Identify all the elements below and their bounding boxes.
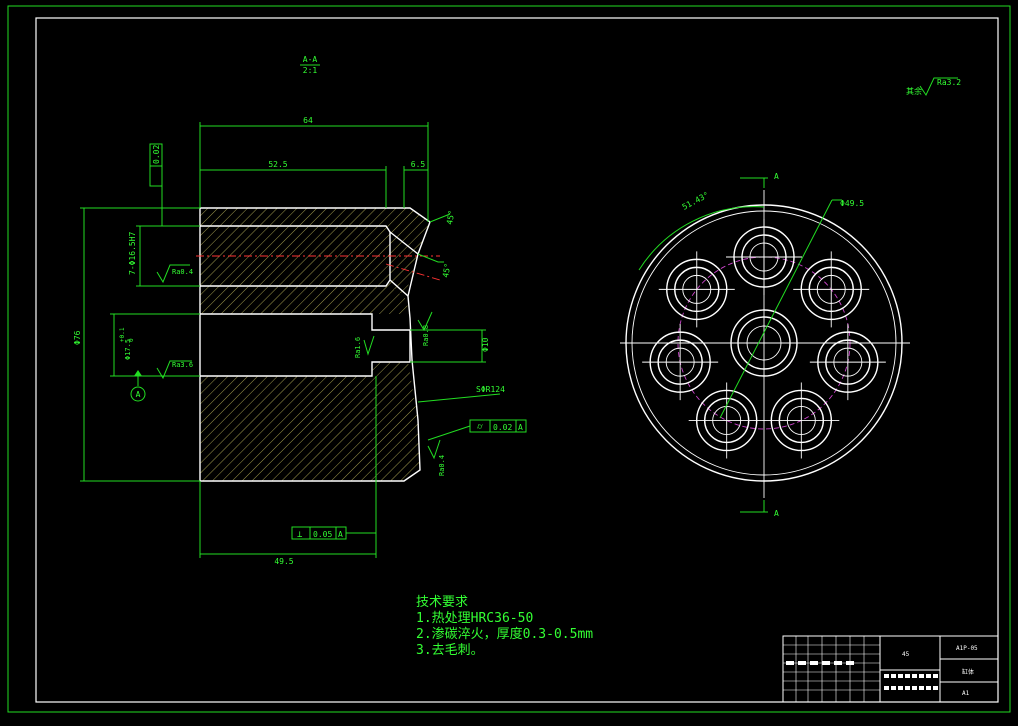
svg-text:其余: 其余	[906, 86, 922, 96]
svg-text:SΦR124: SΦR124	[476, 385, 505, 394]
general-roughness: 其余 Ra3.2	[906, 77, 961, 97]
inner-frame	[35, 17, 999, 703]
dim-inner-length: 49.5	[199, 376, 377, 566]
dim-bore-depth: 52.5	[200, 160, 387, 208]
dim-chamfer-angle: 45°	[417, 253, 452, 279]
svg-text:Ra3.6: Ra3.6	[172, 361, 193, 369]
bore-tolerance-frame: 0.02	[149, 143, 163, 226]
dim-chamfer: 45°	[429, 210, 456, 226]
dim-bore-dia: 7-Φ16.5H7	[128, 225, 200, 287]
svg-text:52.5: 52.5	[268, 160, 287, 169]
svg-text:⌭: ⌭	[477, 422, 483, 431]
svg-text:0: 0	[128, 338, 135, 342]
bore-hole	[642, 324, 719, 401]
svg-text:Ra3.2: Ra3.2	[937, 78, 961, 87]
svg-text:A: A	[518, 423, 523, 432]
svg-text:Φ10: Φ10	[481, 337, 490, 352]
tb-code: A1P-05	[956, 645, 978, 652]
svg-text:0.02: 0.02	[152, 145, 161, 164]
svg-text:A-A: A-A	[303, 55, 318, 64]
dim-angle: 51.43°	[638, 190, 765, 271]
svg-text:2:1: 2:1	[303, 66, 318, 75]
svg-text:Φ17.5: Φ17.5	[124, 339, 132, 360]
svg-text:A: A	[338, 530, 343, 539]
perpendicularity-frame: ⊥ 0.05 A	[291, 526, 376, 540]
bore-hole	[793, 251, 870, 328]
roughness-center: Ra3.6	[156, 360, 193, 380]
datum-a: A	[130, 370, 146, 402]
hatch-middle	[200, 286, 410, 314]
svg-text:Ra1.6: Ra1.6	[354, 337, 362, 358]
roughness-face: Ra0.4	[427, 439, 446, 476]
notes-title: 技术要求	[416, 595, 468, 610]
face-tolerance: ⌭ 0.02 A	[427, 419, 527, 441]
svg-text:0.02: 0.02	[493, 423, 512, 432]
svg-text:45°: 45°	[441, 263, 452, 279]
title-block: 45 缸体 A1P-05 A1	[782, 635, 999, 703]
dim-sphere: SΦR124	[417, 385, 505, 403]
hatch-chamfer	[386, 208, 430, 296]
center-bore	[200, 313, 411, 377]
svg-text:+0.1: +0.1	[119, 327, 126, 342]
bore-hole	[809, 324, 886, 401]
svg-text:51.43°: 51.43°	[681, 190, 711, 212]
hatch-top	[200, 208, 390, 286]
svg-text:A: A	[774, 509, 779, 518]
cut-arrow-top: A	[740, 172, 779, 188]
bore-hole	[726, 219, 802, 295]
bore-hole	[688, 382, 765, 459]
note-line-3: 3.去毛刺。	[416, 643, 484, 658]
section-label: A-A 2:1	[300, 55, 320, 75]
cut-arrow-bottom: A	[740, 500, 779, 518]
svg-text:Ra0.4: Ra0.4	[438, 455, 446, 476]
roughness-pin: Ra0.8	[417, 311, 433, 346]
dim-total-length: 64	[199, 116, 429, 222]
svg-text:49.5: 49.5	[274, 557, 293, 566]
dim-pcd: Φ49.5	[719, 199, 864, 419]
tb-name: 缸体	[962, 668, 974, 676]
svg-text:6.5: 6.5	[411, 160, 426, 169]
dim-step: 6.5	[403, 160, 428, 208]
svg-text:A: A	[136, 390, 141, 399]
svg-text:Ra0.4: Ra0.4	[172, 268, 193, 276]
svg-text:0.05: 0.05	[313, 530, 332, 539]
tb-sheet: A1	[962, 690, 970, 697]
hatch-bottom	[200, 362, 420, 481]
svg-text:⊥: ⊥	[297, 530, 303, 540]
roughness-step: Ra1.6	[354, 335, 375, 358]
svg-text:Φ76: Φ76	[73, 330, 82, 345]
bore-holes	[642, 219, 886, 459]
tb-material: 45	[902, 651, 910, 658]
dim-center-dia: Φ17.5 +0.1 0	[110, 313, 200, 377]
tech-notes: 技术要求 1.热处理HRC36-50 2.渗碳淬火，厚度0.3-0.5mm 3.…	[416, 595, 593, 658]
part-outline	[199, 207, 431, 482]
bore-hole	[763, 382, 840, 459]
svg-text:Ra0.8: Ra0.8	[422, 325, 430, 346]
dim-pin-dia: Φ10	[410, 329, 490, 363]
section-view	[196, 207, 441, 482]
note-line-2: 2.渗碳淬火，厚度0.3-0.5mm	[416, 626, 593, 642]
dim-outer-dia: Φ76	[73, 207, 200, 482]
note-line-1: 1.热处理HRC36-50	[416, 611, 533, 626]
roughness-bore: Ra0.4	[156, 264, 193, 284]
svg-text:45°: 45°	[445, 210, 456, 226]
svg-text:A: A	[774, 172, 779, 181]
svg-text:7-Φ16.5H7: 7-Φ16.5H7	[128, 231, 137, 275]
outer-frame	[7, 5, 1011, 713]
svg-text:Φ49.5: Φ49.5	[840, 199, 864, 208]
svg-text:64: 64	[303, 116, 313, 125]
bore-hole	[658, 251, 735, 328]
end-view	[620, 190, 910, 498]
